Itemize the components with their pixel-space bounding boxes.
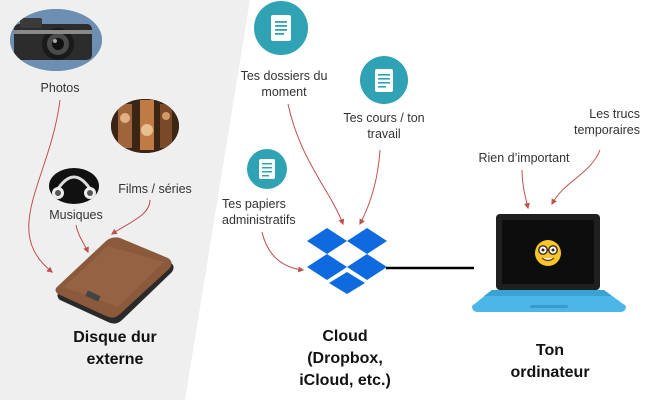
- label-trucs: Les trucs temporaires: [574, 107, 640, 137]
- headphones-photo: [49, 168, 99, 204]
- arrow-trucs-to-computer: [551, 149, 601, 206]
- document-icon: [360, 56, 408, 104]
- film-reel-photo: [111, 99, 179, 153]
- laptop-icon: [472, 214, 626, 312]
- arrow-rien-to-computer: [521, 169, 530, 210]
- label-computer: Ton ordinateur: [510, 342, 590, 381]
- camera-photo: [10, 9, 102, 71]
- external-hard-drive-photo: [55, 237, 174, 324]
- arrow-dossiers-to-cloud: [287, 103, 345, 226]
- label-films: Films / séries: [118, 182, 192, 196]
- arrow-musiques-to-drive: [75, 224, 89, 254]
- arrow-papiers-to-cloud: [261, 231, 305, 273]
- label-external-drive: Disque dur externe: [73, 329, 157, 368]
- label-rien: Rien d’important: [478, 151, 570, 165]
- label-musiques: Musiques: [49, 208, 103, 222]
- arrow-cours-to-cloud: [359, 149, 381, 226]
- arrow-photos-to-drive: [28, 99, 61, 273]
- document-icon: [254, 1, 308, 55]
- document-icon: [247, 149, 287, 189]
- label-dossiers: Tes dossiers du moment: [240, 69, 328, 99]
- label-photos: Photos: [40, 81, 80, 95]
- arrow-films-to-drive: [111, 199, 151, 235]
- nerd-face-emoji: [535, 240, 561, 266]
- label-papiers: Tes papiers administratifs: [222, 197, 296, 227]
- dropbox-logo: [307, 228, 387, 294]
- label-cloud: Cloud (Dropbox, iCloud, etc.): [299, 328, 391, 389]
- label-cours: Tes cours / ton travail: [343, 111, 425, 141]
